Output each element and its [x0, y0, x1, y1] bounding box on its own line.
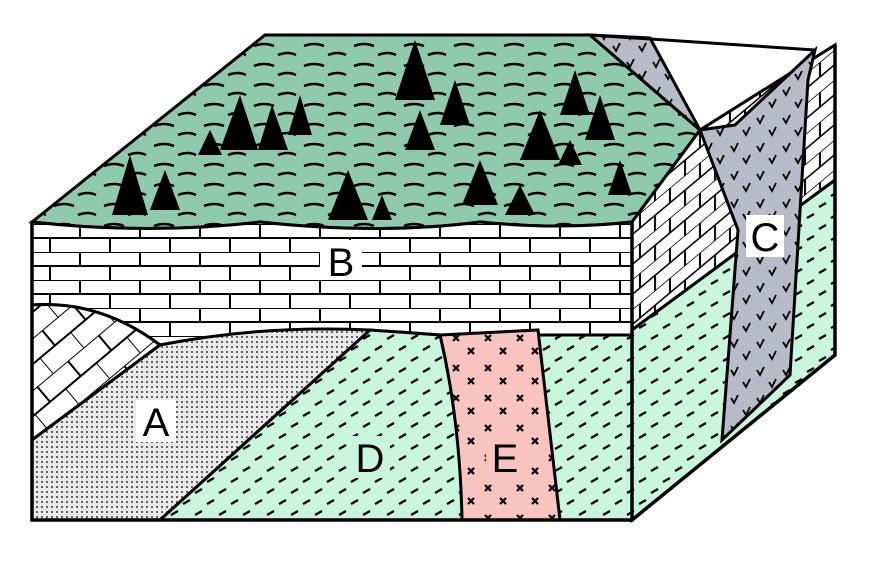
label-a: A: [136, 400, 176, 445]
svg-text:D: D: [356, 437, 385, 481]
svg-text:E: E: [492, 437, 519, 481]
svg-text:A: A: [143, 401, 170, 445]
label-c: C: [746, 215, 784, 260]
label-e: E: [486, 436, 524, 481]
dike-c: [585, 33, 818, 444]
trees: [112, 40, 632, 220]
svg-text:C: C: [751, 216, 780, 260]
label-b: B: [320, 240, 362, 285]
label-d: D: [350, 436, 390, 481]
svg-text:B: B: [328, 241, 355, 285]
